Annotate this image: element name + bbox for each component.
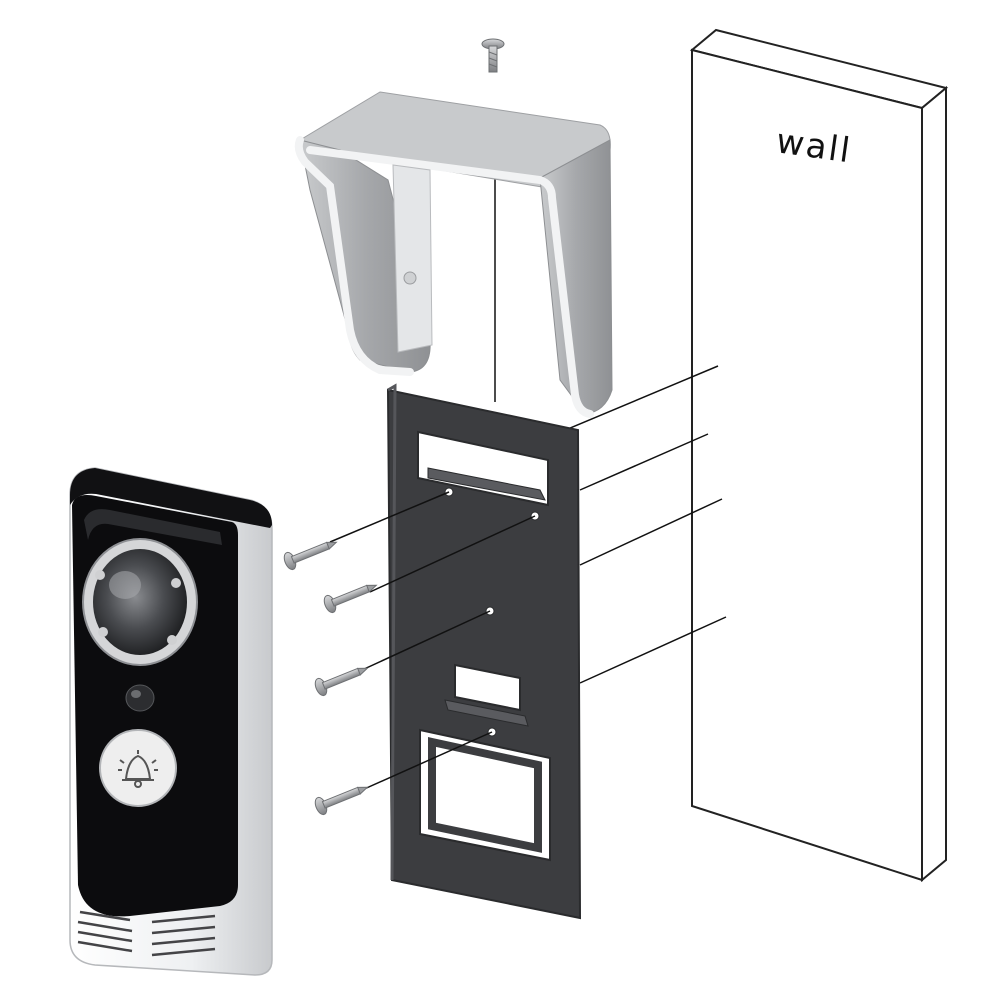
guide-line — [579, 498, 723, 566]
ir-led — [171, 578, 181, 588]
doorbell-unit — [69, 467, 273, 976]
bell-icon — [118, 750, 158, 788]
wall-panel: wall — [689, 28, 949, 883]
screw — [283, 541, 338, 571]
ir-led — [95, 570, 105, 580]
screw — [314, 786, 369, 816]
rain-cover — [294, 91, 613, 418]
screw-line — [361, 610, 491, 671]
screw-hole — [403, 271, 417, 285]
screw-line — [369, 515, 536, 593]
top-screw — [481, 38, 505, 73]
guide-line — [579, 616, 727, 684]
mounting-bracket — [386, 383, 582, 920]
screw — [314, 667, 369, 697]
screw-lead-lines — [329, 491, 536, 791]
ir-led — [167, 635, 177, 645]
screw-line — [329, 491, 450, 543]
screw — [323, 584, 378, 614]
guide-line — [579, 433, 709, 491]
doorbell-button[interactable] — [99, 729, 177, 807]
speaker-grille — [77, 910, 216, 957]
motion-sensor — [125, 684, 155, 712]
ir-led — [98, 627, 108, 637]
screw-line — [361, 731, 493, 791]
